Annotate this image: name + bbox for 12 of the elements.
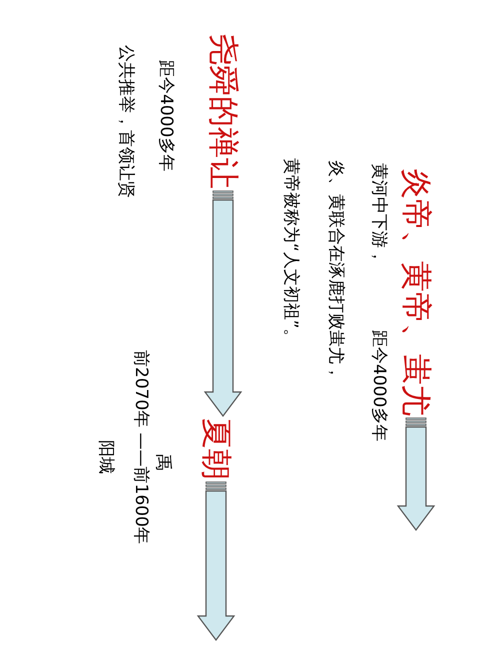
body-text: 前2070年 ——前1600年 <box>130 350 151 544</box>
heading-text: 尧舜的禅让 <box>206 34 240 189</box>
body-text: 距今4000多年 <box>156 60 176 172</box>
heading-text: 夏朝 <box>198 418 233 480</box>
body-text: 公共推举，首领让贤 <box>116 45 136 198</box>
body-text: 黄河中下游， <box>368 163 389 265</box>
body-text: 黄帝被称为“人文初祖”。 <box>280 158 301 346</box>
heading-text: 炎帝、黄帝、蚩尤 <box>398 168 433 416</box>
body-text: 阳城 <box>96 440 116 474</box>
body-text: 禹 <box>152 454 173 471</box>
body-text: 距今4000多年 <box>368 330 389 442</box>
body-text: 炎、黄联合在涿鹿打败蚩尤， <box>326 160 346 381</box>
